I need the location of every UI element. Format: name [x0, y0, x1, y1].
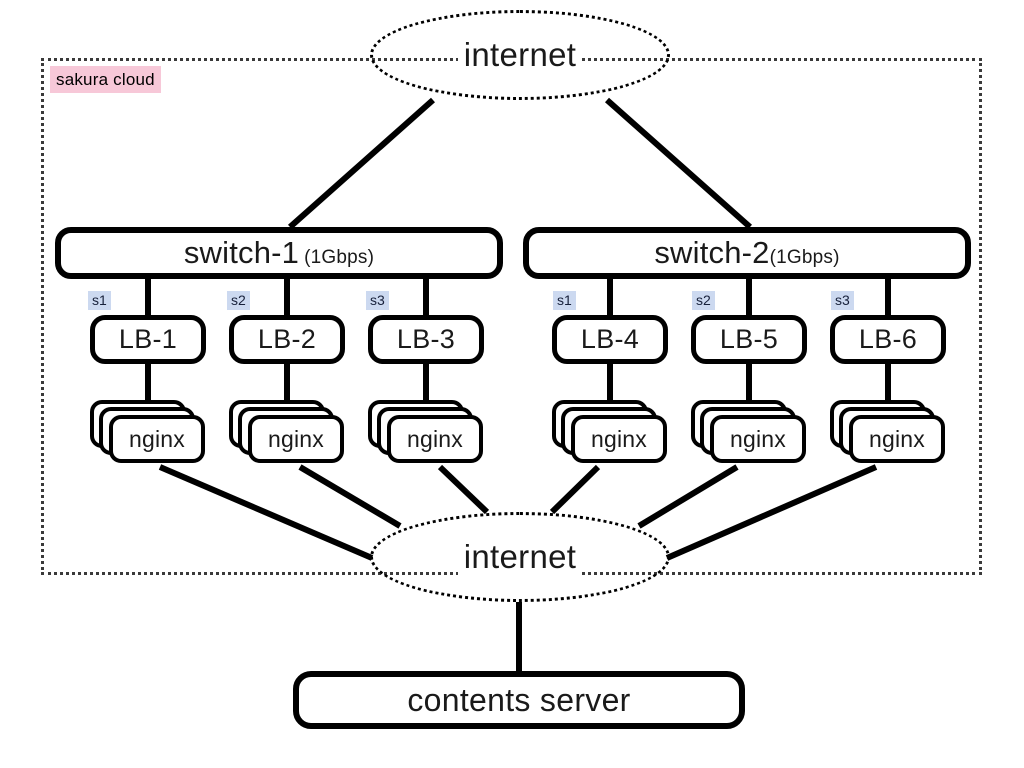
port-tag-switch1-s3: s3 [366, 291, 389, 310]
port-tag-switch2-s3: s3 [831, 291, 854, 310]
internet-node-bottom[interactable]: internet [370, 512, 670, 602]
sakura-cloud-label: sakura cloud [50, 66, 161, 93]
nginx-5-label: nginx [730, 425, 786, 452]
lb-2-node[interactable]: LB-2 [229, 315, 345, 364]
switch-1-node[interactable]: switch-1 (1Gbps) [55, 227, 503, 279]
port-tag-switch1-s1: s1 [88, 291, 111, 310]
nginx-3-label: nginx [407, 425, 463, 452]
switch-2-label: switch-2 (1Gbps) [654, 235, 839, 271]
port-tag-switch1-s2: s2 [227, 291, 250, 310]
nginx-stack-3-layer-front[interactable]: nginx [387, 415, 483, 463]
lb-2-label: LB-2 [257, 324, 317, 354]
nginx-stack-5-layer-front[interactable]: nginx [710, 415, 806, 463]
nginx-stack-4-layer-front[interactable]: nginx [571, 415, 667, 463]
lb-5-label: LB-5 [719, 324, 779, 354]
internet-node-top[interactable]: internet [370, 10, 670, 100]
nginx-stack-6-layer-front[interactable]: nginx [849, 415, 945, 463]
switch-1-name: switch-1 [183, 235, 300, 270]
lb-4-label: LB-4 [580, 324, 640, 354]
nginx-stack-1[interactable]: nginx [90, 400, 206, 464]
nginx-stack-6[interactable]: nginx [830, 400, 946, 464]
nginx-stack-4[interactable]: nginx [552, 400, 668, 464]
contents-server-label: contents server [407, 681, 631, 718]
switch-2-name: switch-2 [654, 235, 770, 270]
lb-6-node[interactable]: LB-6 [830, 315, 946, 364]
nginx-stack-2-layer-front[interactable]: nginx [248, 415, 344, 463]
internet-bottom-label: internet [457, 538, 583, 576]
switch-2-node[interactable]: switch-2 (1Gbps) [523, 227, 971, 279]
lb-6-label: LB-6 [858, 324, 918, 354]
nginx-stack-5[interactable]: nginx [691, 400, 807, 464]
switch-2-speed: (1Gbps) [769, 247, 840, 268]
port-tag-switch2-s2: s2 [692, 291, 715, 310]
lb-1-label: LB-1 [118, 324, 178, 354]
lb-3-label: LB-3 [396, 324, 456, 354]
nginx-2-label: nginx [268, 425, 324, 452]
lb-5-node[interactable]: LB-5 [691, 315, 807, 364]
nginx-1-label: nginx [129, 425, 185, 452]
switch-1-speed: (1Gbps) [304, 247, 375, 268]
internet-top-label: internet [457, 36, 583, 74]
switch-1-label: switch-1 (1Gbps) [184, 235, 374, 271]
nginx-stack-1-layer-front[interactable]: nginx [109, 415, 205, 463]
lb-3-node[interactable]: LB-3 [368, 315, 484, 364]
nginx-stack-2[interactable]: nginx [229, 400, 345, 464]
nginx-stack-3[interactable]: nginx [368, 400, 484, 464]
lb-1-node[interactable]: LB-1 [90, 315, 206, 364]
lb-4-node[interactable]: LB-4 [552, 315, 668, 364]
port-tag-switch2-s1: s1 [553, 291, 576, 310]
contents-server-node[interactable]: contents server [293, 671, 745, 729]
nginx-6-label: nginx [869, 425, 925, 452]
nginx-4-label: nginx [591, 425, 647, 452]
